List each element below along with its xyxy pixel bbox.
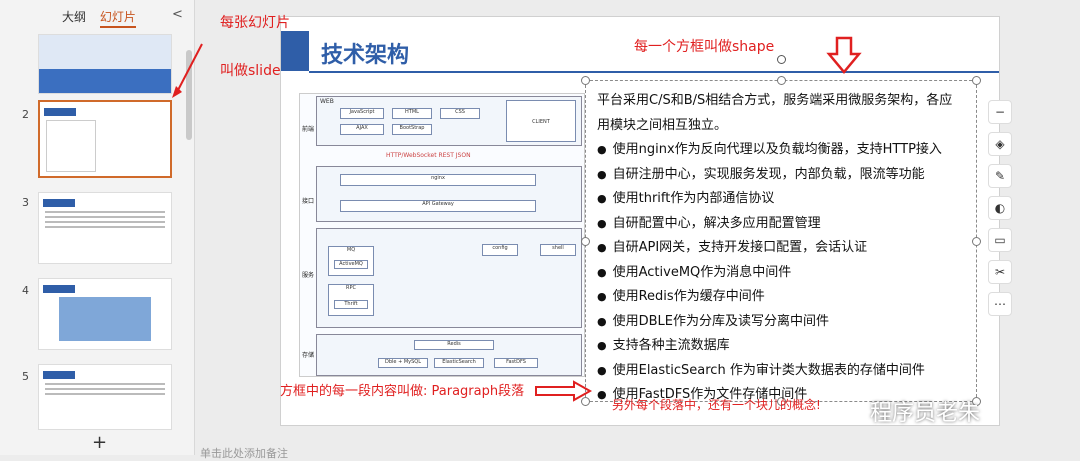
thumb-title [43, 285, 75, 293]
resize-handle[interactable] [581, 237, 590, 246]
fill-icon[interactable]: ◐ [988, 196, 1012, 220]
slide-number: 5 [22, 370, 29, 383]
collapse-panel-icon[interactable]: < [172, 7, 183, 22]
row-label: 存储 [302, 352, 315, 359]
right-arrow-icon [535, 380, 593, 402]
annotation-run: 另外每个段落中，还有一个块儿的概念! [612, 398, 821, 412]
bullet-paragraph[interactable]: 使用Redis作为缓存中间件 [597, 285, 969, 310]
watermark: 程序员老朱 [870, 401, 981, 426]
slide-thumbnail-5[interactable] [38, 364, 172, 430]
row-label: 接口 [302, 198, 315, 205]
slide-number: 2 [22, 108, 29, 121]
bullet-paragraph[interactable]: 自研配置中心，解决多应用配置管理 [597, 212, 969, 237]
bullet-paragraph[interactable]: 自研注册中心，实现服务发现，内部负载，限流等功能 [597, 163, 969, 188]
layers-icon[interactable]: ◈ [988, 132, 1012, 156]
slide-thumbnail-3[interactable] [38, 192, 172, 264]
thumb-title [44, 108, 76, 116]
tab-slides[interactable]: 幻灯片 [99, 10, 136, 28]
resize-handle[interactable] [972, 397, 981, 406]
diagram-box: ActiveMQ [334, 260, 368, 269]
architecture-diagram[interactable]: 前端 接口 服务 存储 WEB JavaScript HTML CSS AJAX… [299, 93, 585, 377]
down-arrow-icon [826, 36, 862, 74]
slide-number: 4 [22, 284, 29, 297]
paragraph[interactable]: 用模块之间相互独立。 [597, 117, 728, 133]
thumb-line [45, 393, 165, 395]
thumb-line [45, 226, 165, 228]
resize-handle[interactable] [581, 76, 590, 85]
annotation-shape: 每一个方框叫做shape [634, 39, 775, 55]
title-divider [309, 71, 999, 73]
tab-outline[interactable]: 大纲 [62, 10, 87, 24]
thumb-line [45, 221, 165, 223]
text-body[interactable]: 平台采用C/S和B/S相结合方式，服务端采用微服务架构，各应 用模块之间相互独立… [597, 89, 969, 408]
slide-thumbnail-2[interactable] [38, 100, 172, 178]
more-icon[interactable]: ⋯ [988, 292, 1012, 316]
frame-icon[interactable]: ▭ [988, 228, 1012, 252]
thumb-line [45, 211, 165, 213]
annotation-each-slide: 每张幻灯片 [220, 15, 290, 31]
bullet-paragraph[interactable]: 使用nginx作为反向代理以及负载均衡器，支持HTTP接入 [597, 138, 969, 163]
add-slide-button[interactable]: + [92, 432, 108, 453]
thumbnail-wave [39, 69, 171, 93]
floating-toolbar: − ◈ ✎ ◐ ▭ ✂ ⋯ [988, 100, 1016, 316]
resize-handle[interactable] [972, 76, 981, 85]
thumb-line [45, 383, 165, 385]
diagram-box: Thrift [334, 300, 368, 309]
notes-placeholder[interactable]: 单击此处添加备注 [200, 447, 288, 460]
bullet-paragraph[interactable]: 使用thrift作为内部通信协议 [597, 187, 969, 212]
diagram-box: FastDFS [494, 358, 538, 368]
diagram-box: shell [540, 244, 576, 256]
row-label: 前端 [302, 126, 315, 133]
bullet-paragraph[interactable]: 使用ActiveMQ作为消息中间件 [597, 261, 969, 286]
diagram-box: CLIENT [506, 100, 576, 142]
thumb-line [45, 388, 165, 390]
diagram-box: BootStrap [392, 124, 432, 135]
tools-icon[interactable]: ✂ [988, 260, 1012, 284]
resize-handle[interactable] [581, 397, 590, 406]
paragraph[interactable]: 平台采用C/S和B/S相结合方式，服务端采用微服务架构，各应 [597, 93, 953, 108]
thumb-title [43, 199, 75, 207]
resize-handle[interactable] [777, 76, 786, 85]
diagram-box: CSS [440, 108, 480, 119]
pen-icon[interactable]: ✎ [988, 164, 1012, 188]
diagram-box: HTML [392, 108, 432, 119]
bullet-paragraph[interactable]: 使用FastDFS作为文件存储中间件 [597, 383, 969, 408]
thumb-diagram [46, 120, 96, 172]
rotate-handle[interactable] [777, 55, 786, 64]
layer-label: WEB [320, 98, 334, 105]
slide-canvas[interactable]: 技术架构 前端 接口 服务 存储 WEB JavaScript HTML CSS… [280, 16, 1000, 426]
slide-thumbnail-4[interactable] [38, 278, 172, 350]
annotation-arrow [172, 43, 203, 98]
panel-tabs: 大纲 幻灯片 [62, 8, 146, 28]
slide-thumbnail-1[interactable] [38, 34, 172, 94]
protocol-label: HTTP/WebSocket REST JSON [386, 152, 471, 159]
diagram-box: API Gateway [340, 200, 536, 212]
thumb-title [43, 371, 75, 379]
diagram-box: Redis [414, 340, 494, 350]
thumb-line [45, 216, 165, 218]
title-accent-bar [281, 31, 309, 71]
bullet-paragraph[interactable]: 支持各种主流数据库 [597, 334, 969, 359]
diagram-box: nginx [340, 174, 536, 186]
row-label: 服务 [302, 272, 315, 279]
panel-scrollbar[interactable] [186, 50, 192, 140]
diagram-box: ElasticSearch [434, 358, 484, 368]
annotation-paragraph: 方框中的每一段内容叫做: Paragraph段落 [280, 384, 525, 399]
slide-number: 3 [22, 196, 29, 209]
bullet-paragraph[interactable]: 使用ElasticSearch 作为审计类大数据表的存储中间件 [597, 359, 969, 384]
diagram-box: AJAX [340, 124, 384, 135]
annotation-is-slide: 叫做slide [220, 63, 281, 79]
slide-panel: 大纲 幻灯片 < 2 3 4 5 + [0, 0, 195, 455]
slide-title[interactable]: 技术架构 [321, 43, 410, 68]
resize-handle[interactable] [972, 237, 981, 246]
bullet-paragraph[interactable]: 自研API网关，支持开发接口配置，会话认证 [597, 236, 969, 261]
diagram-box: Dble + MySQL [378, 358, 428, 368]
thumb-image [59, 297, 151, 341]
bullet-paragraph[interactable]: 使用DBLE作为分库及读写分离中间件 [597, 310, 969, 335]
minus-icon[interactable]: − [988, 100, 1012, 124]
diagram-box: config [482, 244, 518, 256]
diagram-box: JavaScript [340, 108, 384, 119]
